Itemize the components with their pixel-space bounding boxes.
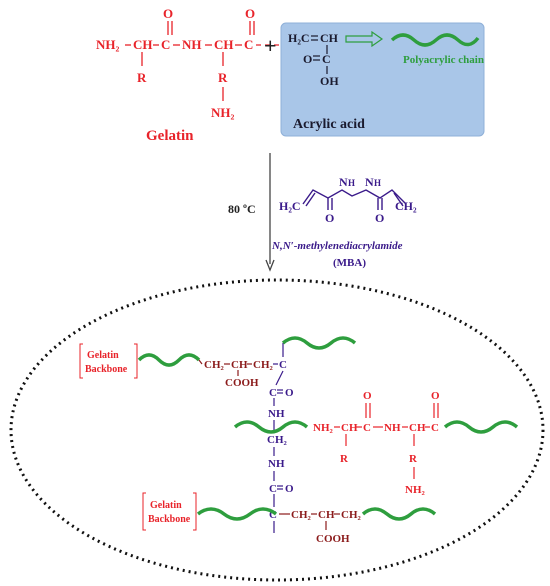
- acrylic-acid-label: Acrylic acid: [293, 117, 365, 132]
- svg-text:C: C: [279, 359, 287, 371]
- svg-text:R: R: [409, 453, 418, 465]
- mba-h2c: H₂C: [279, 199, 301, 213]
- svg-text:C: C: [431, 422, 439, 434]
- mba-n-left: N: [339, 175, 348, 189]
- gelatin-nh: NH: [182, 37, 202, 52]
- acrylic-c: C: [322, 52, 331, 66]
- gelatin-nh2-side: NH₂: [211, 105, 235, 120]
- temperature-label: 80 ºC: [228, 202, 256, 216]
- gelatin-ch-2: CH: [214, 37, 234, 52]
- gelatin-r-1: R: [137, 70, 147, 85]
- polyacrylic-chain-label: Polyacrylic chain: [403, 54, 484, 66]
- acrylic-acid-box: H₂C CH O C OH Polyacrylic chain Acrylic …: [280, 22, 485, 137]
- svg-text:C: C: [269, 483, 277, 495]
- gelatin-label: Gelatin: [146, 128, 194, 144]
- svg-text:NH: NH: [384, 422, 401, 434]
- green-chain-1: [137, 353, 201, 367]
- svg-text:CH₂: CH₂: [267, 434, 288, 446]
- plus-sign: +: [264, 33, 277, 58]
- backbone-label-2: Gelatin Backbone: [142, 492, 197, 531]
- gelatin-c-1: C: [161, 37, 170, 52]
- cooh-bottom: COOH: [316, 533, 350, 545]
- backbone-label-1: Gelatin Backbone: [79, 343, 138, 379]
- mba-o-left: O: [325, 211, 334, 225]
- gelatin-o-2: O: [245, 6, 255, 21]
- green-chain-middle: [233, 420, 309, 434]
- reaction-arrow: 80 ºC: [228, 153, 275, 272]
- gelatin-c-2: C: [244, 37, 253, 52]
- polyacrylic-wave-icon: [390, 33, 480, 47]
- svg-text:CH: CH: [341, 422, 358, 434]
- svg-text:Gelatin: Gelatin: [87, 350, 119, 361]
- acrylic-oh: OH: [320, 74, 339, 88]
- svg-text:CH₂: CH₂: [253, 359, 274, 371]
- hollow-arrow-icon: [345, 30, 384, 48]
- svg-text:C: C: [363, 422, 371, 434]
- mba-o-right: O: [375, 211, 384, 225]
- cooh-top: COOH: [225, 377, 259, 389]
- green-chain-top-right: [281, 336, 357, 350]
- gelatin-nh2: NH₂: [96, 37, 120, 52]
- svg-text:CH₂: CH₂: [291, 509, 312, 521]
- mba-h-left: H: [348, 178, 355, 188]
- svg-text:O: O: [431, 390, 440, 402]
- svg-text:CH: CH: [409, 422, 426, 434]
- green-chain-bottom-right: [361, 507, 437, 521]
- svg-text:CH: CH: [318, 509, 335, 521]
- mba-n-right: N: [365, 175, 374, 189]
- mba-abbr: (MBA): [333, 257, 366, 269]
- svg-text:C: C: [269, 387, 277, 399]
- gelatin-r-2: R: [218, 70, 228, 85]
- gelatin-ch-1: CH: [133, 37, 153, 52]
- acrylic-ch: CH: [320, 31, 339, 45]
- svg-text:NH₂: NH₂: [313, 422, 334, 434]
- svg-text:NH₂: NH₂: [405, 484, 426, 496]
- mba-name: N,N′-methylenediacrylamide: [271, 240, 403, 252]
- svg-text:Gelatin: Gelatin: [150, 500, 182, 511]
- product-network: Gelatin Backbone CH₂ CH COOH CH₂ C C O: [79, 336, 519, 545]
- mba-structure: H₂C O O N H N H CH₂ N,N′-methylenediacry…: [271, 175, 417, 269]
- product-ellipse: [9, 278, 545, 582]
- green-chain-middle-right: [443, 420, 519, 434]
- svg-text:O: O: [285, 387, 294, 399]
- svg-text:CH: CH: [231, 359, 248, 371]
- svg-text:NH: NH: [268, 458, 285, 470]
- svg-text:O: O: [363, 390, 372, 402]
- svg-text:O: O: [285, 483, 294, 495]
- acrylic-h2c: H₂C: [288, 31, 310, 45]
- svg-text:Backbone: Backbone: [148, 514, 191, 525]
- svg-text:Backbone: Backbone: [85, 364, 128, 375]
- svg-text:C: C: [269, 509, 277, 521]
- acrylic-o: O: [303, 52, 312, 66]
- gelatin-structure: NH₂ CH C O NH CH C O R R NH₂ Gelatin: [96, 6, 287, 144]
- svg-text:CH₂: CH₂: [204, 359, 225, 371]
- green-chain-bottom: [196, 507, 278, 521]
- mba-h-right: H: [374, 178, 381, 188]
- gelatin-o-1: O: [163, 6, 173, 21]
- svg-text:CH₂: CH₂: [341, 509, 362, 521]
- svg-text:NH: NH: [268, 408, 285, 420]
- mba-ch2: CH₂: [395, 199, 417, 213]
- svg-text:R: R: [340, 453, 349, 465]
